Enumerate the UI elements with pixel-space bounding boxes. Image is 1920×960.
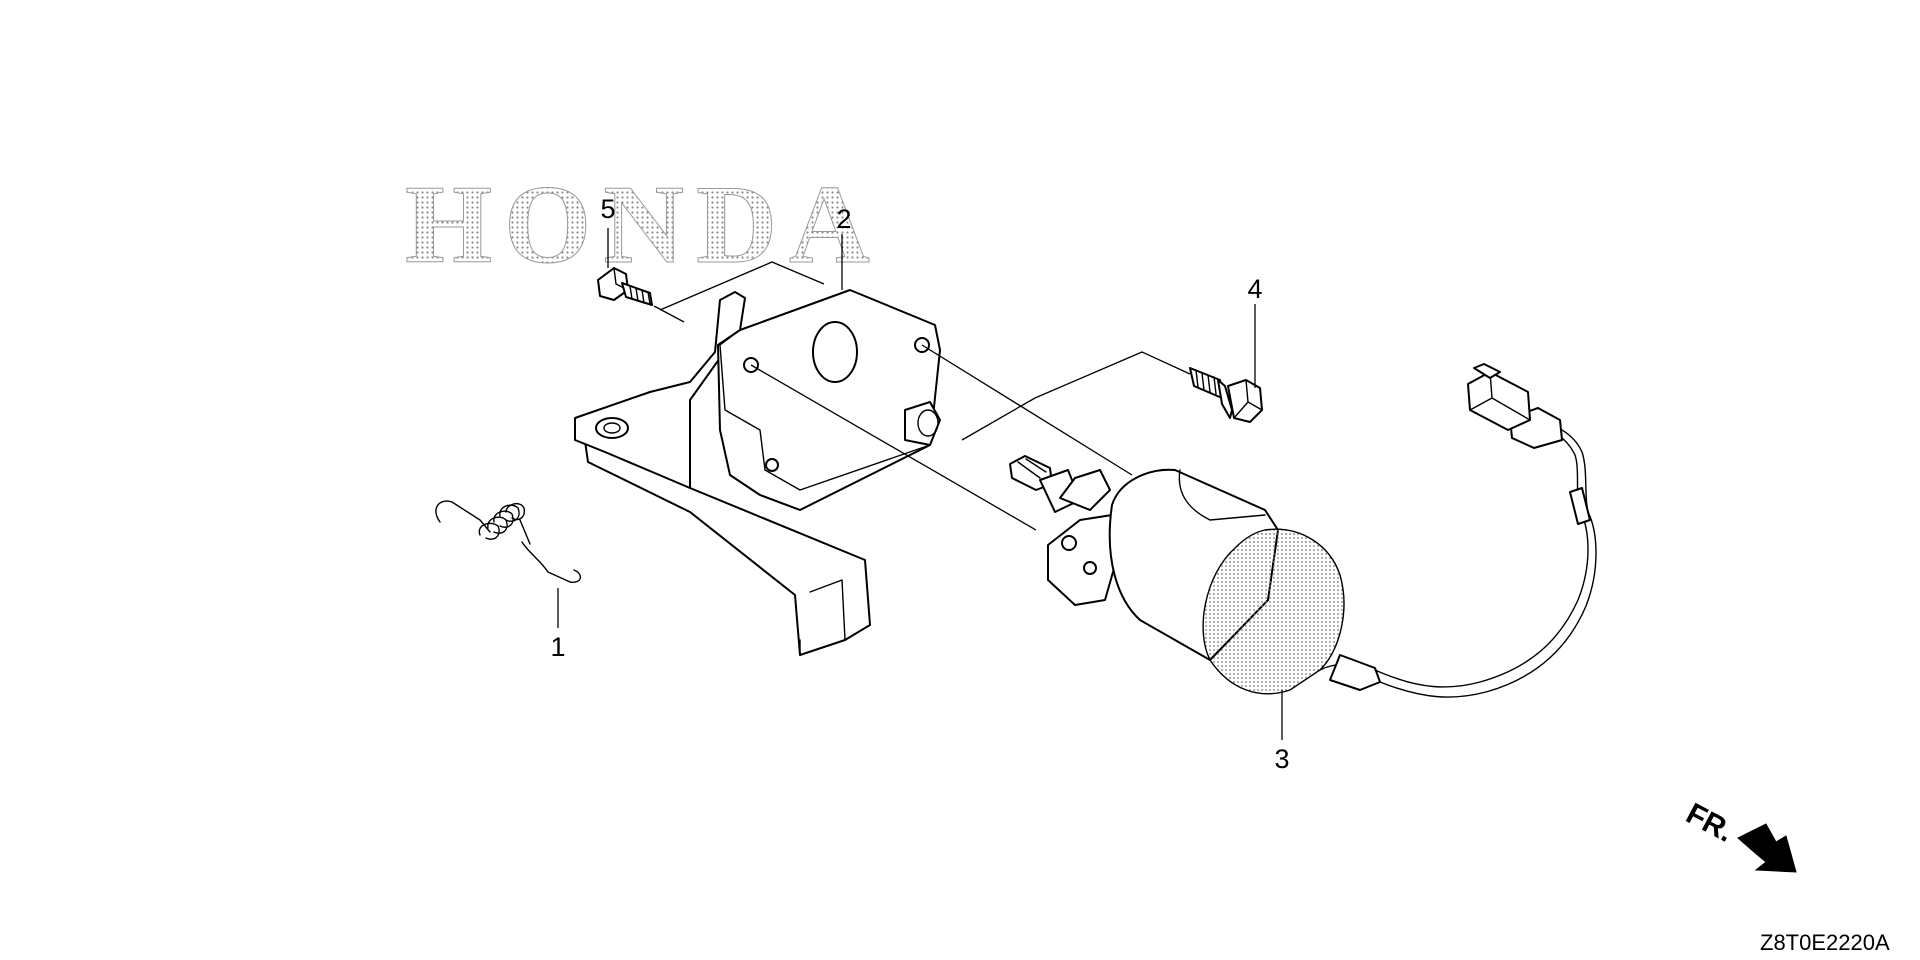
front-direction-indicator: FR.: [1681, 797, 1797, 873]
bolt-part[interactable]: [597, 267, 653, 306]
part-number-3: 3: [1274, 744, 1289, 774]
bracket-part[interactable]: [574, 289, 941, 656]
drawing-code: Z8T0E2220A: [1760, 930, 1890, 955]
honda-watermark-logo: HONDA: [405, 163, 882, 287]
spring-part[interactable]: [435, 500, 581, 583]
solenoid-part[interactable]: [1009, 363, 1597, 698]
part-number-2: 2: [836, 204, 851, 234]
callout-leaders: [557, 228, 1283, 740]
flange-bolt-part[interactable]: [1189, 367, 1263, 423]
front-direction-label: FR.: [1681, 797, 1739, 849]
assembly-leader-lines: [653, 261, 1191, 531]
part-number-1: 1: [550, 632, 565, 662]
part-number-5: 5: [600, 194, 615, 224]
front-direction-arrow-icon: [1737, 823, 1797, 873]
part-number-4: 4: [1247, 274, 1262, 304]
